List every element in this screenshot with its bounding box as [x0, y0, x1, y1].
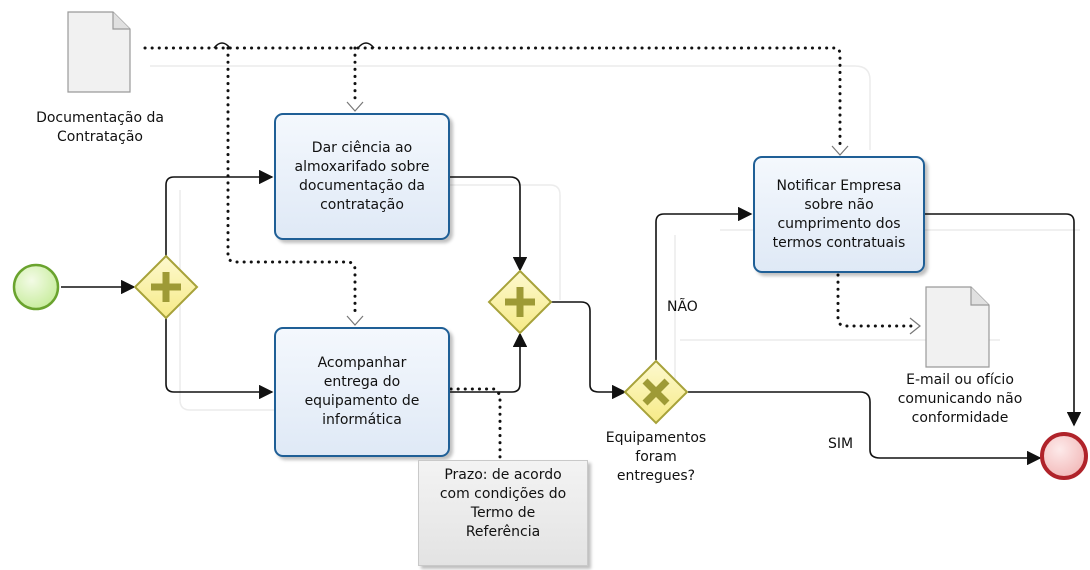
exclusive-gateway: [623, 359, 689, 425]
text-annotation-prazo: Prazo: de acordo com condições do Termo …: [418, 460, 588, 566]
associations: [143, 46, 914, 462]
data-object-documentacao-icon: [67, 11, 131, 93]
data-object-documentacao-label: Documentação da Contratação: [36, 110, 164, 145]
data-object-email-label: E-mail ou ofício comunicando não conform…: [897, 372, 1023, 426]
data-object-email-icon: [925, 286, 990, 368]
task-acompanhar-entrega[interactable]: Acompanhar entrega do equipamento de inf…: [274, 327, 450, 457]
flow-label-nao: NÃO: [667, 299, 698, 315]
gateway-question-label: Equipamentos foram entregues?: [605, 430, 707, 484]
start-event: [12, 263, 60, 311]
task-notificar-empresa[interactable]: Notificar Empresa sobre não cumprimento …: [753, 156, 925, 273]
parallel-gateway-split: [133, 254, 199, 320]
parallel-gateway-join: [487, 269, 553, 335]
association-arrowheads: [346, 101, 921, 335]
flow-label-sim: SIM: [828, 436, 854, 452]
end-event: [1040, 432, 1088, 480]
sequence-flows: [61, 169, 1082, 466]
task-dar-ciencia[interactable]: Dar ciência ao almoxarifado sobre docume…: [274, 113, 450, 240]
